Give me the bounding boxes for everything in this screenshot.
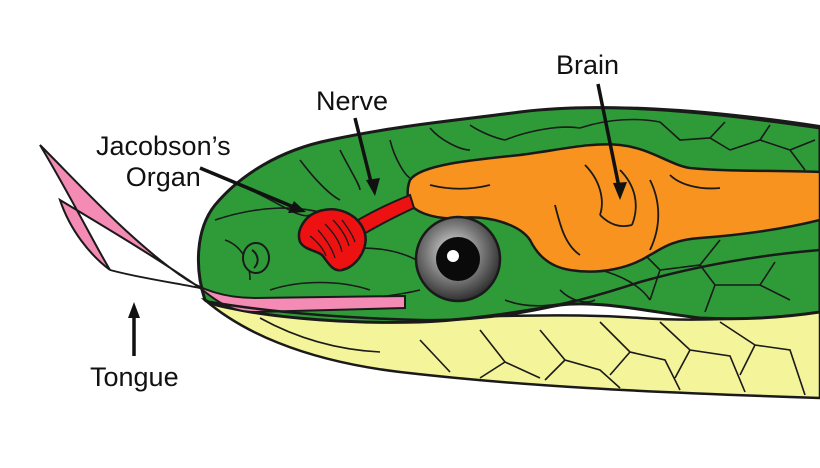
nerve-label: Nerve [316,86,389,116]
belly-scales [259,317,806,396]
brain-folds [429,164,721,256]
head-scales [214,118,816,313]
jacobsons-organ-label-line2: Organ [125,162,201,192]
jacobsons-organ-label: Jacobson’s Organ [96,131,231,193]
nostril-icon [242,242,270,274]
eye-icon [414,215,502,303]
neck-top [519,106,820,127]
jacobsons-organ-label-line1: Jacobson’s [96,131,231,161]
organ-ridges [309,219,356,259]
brain-label: Brain [556,50,620,80]
arrow-icon [128,83,627,356]
tongue [39,144,406,314]
mouth-line [209,248,820,322]
tongue-label: Tongue [90,362,179,392]
jacobsons-organ [297,208,367,272]
